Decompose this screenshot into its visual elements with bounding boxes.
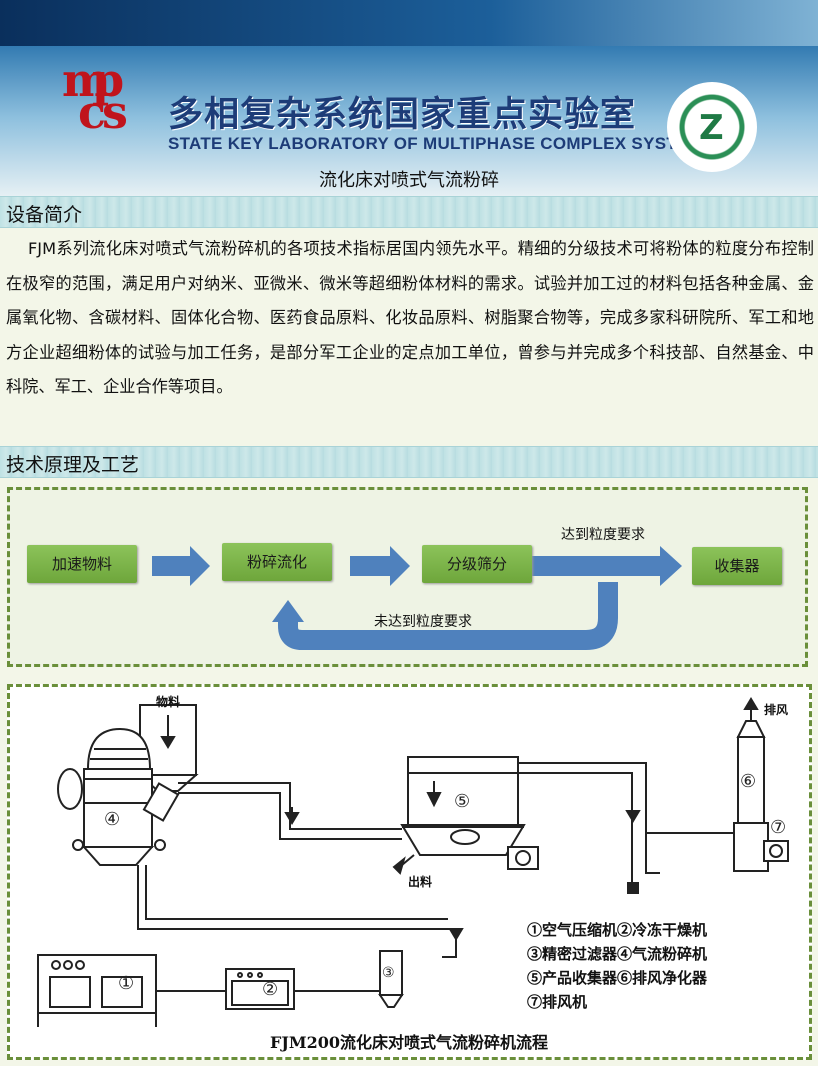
arrow-up-icon xyxy=(743,697,759,710)
arrow-up-icon xyxy=(272,600,304,622)
mill-body xyxy=(83,768,153,848)
pipe xyxy=(518,762,660,874)
pipe xyxy=(518,772,633,883)
step-classify: 分级筛分 xyxy=(422,545,532,583)
intro-paragraph: FJM系列流化床对喷式气流粉碎机的各项技术指标居国内领先水平。精细的分级技术可将… xyxy=(6,239,814,397)
arrow-down-icon xyxy=(160,736,176,749)
pipe xyxy=(178,782,402,830)
arrow-down-icon xyxy=(284,812,300,825)
diagram-caption: FJM200流化床对喷式气流粉碎机流程 xyxy=(269,1033,549,1052)
equipment-legend: ①空气压缩机②冷冻干燥机 ③精密过滤器④气流粉碎机 ⑤产品收集器⑥排风净化器 ⑦… xyxy=(527,918,707,1014)
section-heading-text: 设备简介 xyxy=(6,204,83,226)
step-collector: 收集器 xyxy=(692,547,782,585)
step-accelerate: 加速物料 xyxy=(27,545,137,583)
arrow-icon xyxy=(530,546,682,586)
legend-line: ⑦排风机 xyxy=(527,993,588,1011)
freeze-dryer xyxy=(225,968,295,1010)
arrow-icon xyxy=(152,546,210,586)
section-heading-intro: 设备简介 xyxy=(0,196,818,228)
logo-letter: s xyxy=(102,85,128,139)
pass-label: 达到粒度要求 xyxy=(561,527,645,543)
exhaust-label: 排风 xyxy=(764,703,789,717)
air-compressor xyxy=(37,954,157,1014)
lab-logo: m p c s xyxy=(62,53,128,139)
marker-2: ② xyxy=(262,979,279,1000)
arrow-down-icon xyxy=(625,810,641,823)
process-flow-box: 加速物料 粉碎流化 分级筛分 收集器 达到粒度要求 未达到粒度要求 xyxy=(7,487,808,667)
return-loop-arrow xyxy=(278,582,618,650)
material-out-label: 出料 xyxy=(408,875,433,889)
header-banner: m p c s 多相复杂系统国家重点实验室 STATE KEY LABORATO… xyxy=(0,0,818,196)
step-crush: 粉碎流化 xyxy=(222,543,332,581)
pipe xyxy=(178,792,402,840)
pipe xyxy=(145,865,448,920)
marker-5: ⑤ xyxy=(454,791,471,812)
exhaust-fan xyxy=(763,840,789,862)
equipment-schematic xyxy=(37,697,789,1027)
header-top-band xyxy=(0,0,818,46)
logo-letter: p xyxy=(92,53,124,107)
arrow-icon xyxy=(350,546,410,586)
marker-3: ③ xyxy=(382,965,395,981)
product-collector xyxy=(407,756,519,826)
seal-z-mark: Z xyxy=(699,108,724,148)
marker-1: ① xyxy=(118,973,135,994)
section-heading-process: 技术原理及工艺 xyxy=(0,446,818,478)
marker-6: ⑥ xyxy=(740,771,757,792)
marker-4: ④ xyxy=(104,809,121,830)
legend-line: ③精密过滤器④气流粉碎机 xyxy=(527,945,708,963)
marker-7: ⑦ xyxy=(770,817,787,838)
logo-letter: c xyxy=(78,85,106,139)
fail-label: 未达到粒度要求 xyxy=(374,614,472,630)
institute-seal-icon: Z xyxy=(667,82,757,172)
legend-line: ①空气压缩机②冷冻干燥机 xyxy=(527,921,708,939)
equipment-diagram-box: 物料 排风 出料 ④ ⑤ ⑥ ⑦ ① ② ③ xyxy=(7,684,812,1060)
section-heading-text: 技术原理及工艺 xyxy=(6,454,140,476)
arrow-out-icon xyxy=(392,856,406,875)
material-in-label: 物料 xyxy=(156,695,181,709)
flow-arrows xyxy=(152,546,682,650)
logo-letter: m xyxy=(62,53,111,107)
lab-title-cn: 多相复杂系统国家重点实验室 xyxy=(168,95,637,135)
lab-title-en: STATE KEY LABORATORY OF MULTIPHASE COMPL… xyxy=(168,134,715,153)
legend-line: ⑤产品收集器⑥排风净化器 xyxy=(527,969,708,987)
arrow-down-icon xyxy=(448,928,464,941)
page-subtitle: 流化床对喷式气流粉碎 xyxy=(319,170,499,191)
